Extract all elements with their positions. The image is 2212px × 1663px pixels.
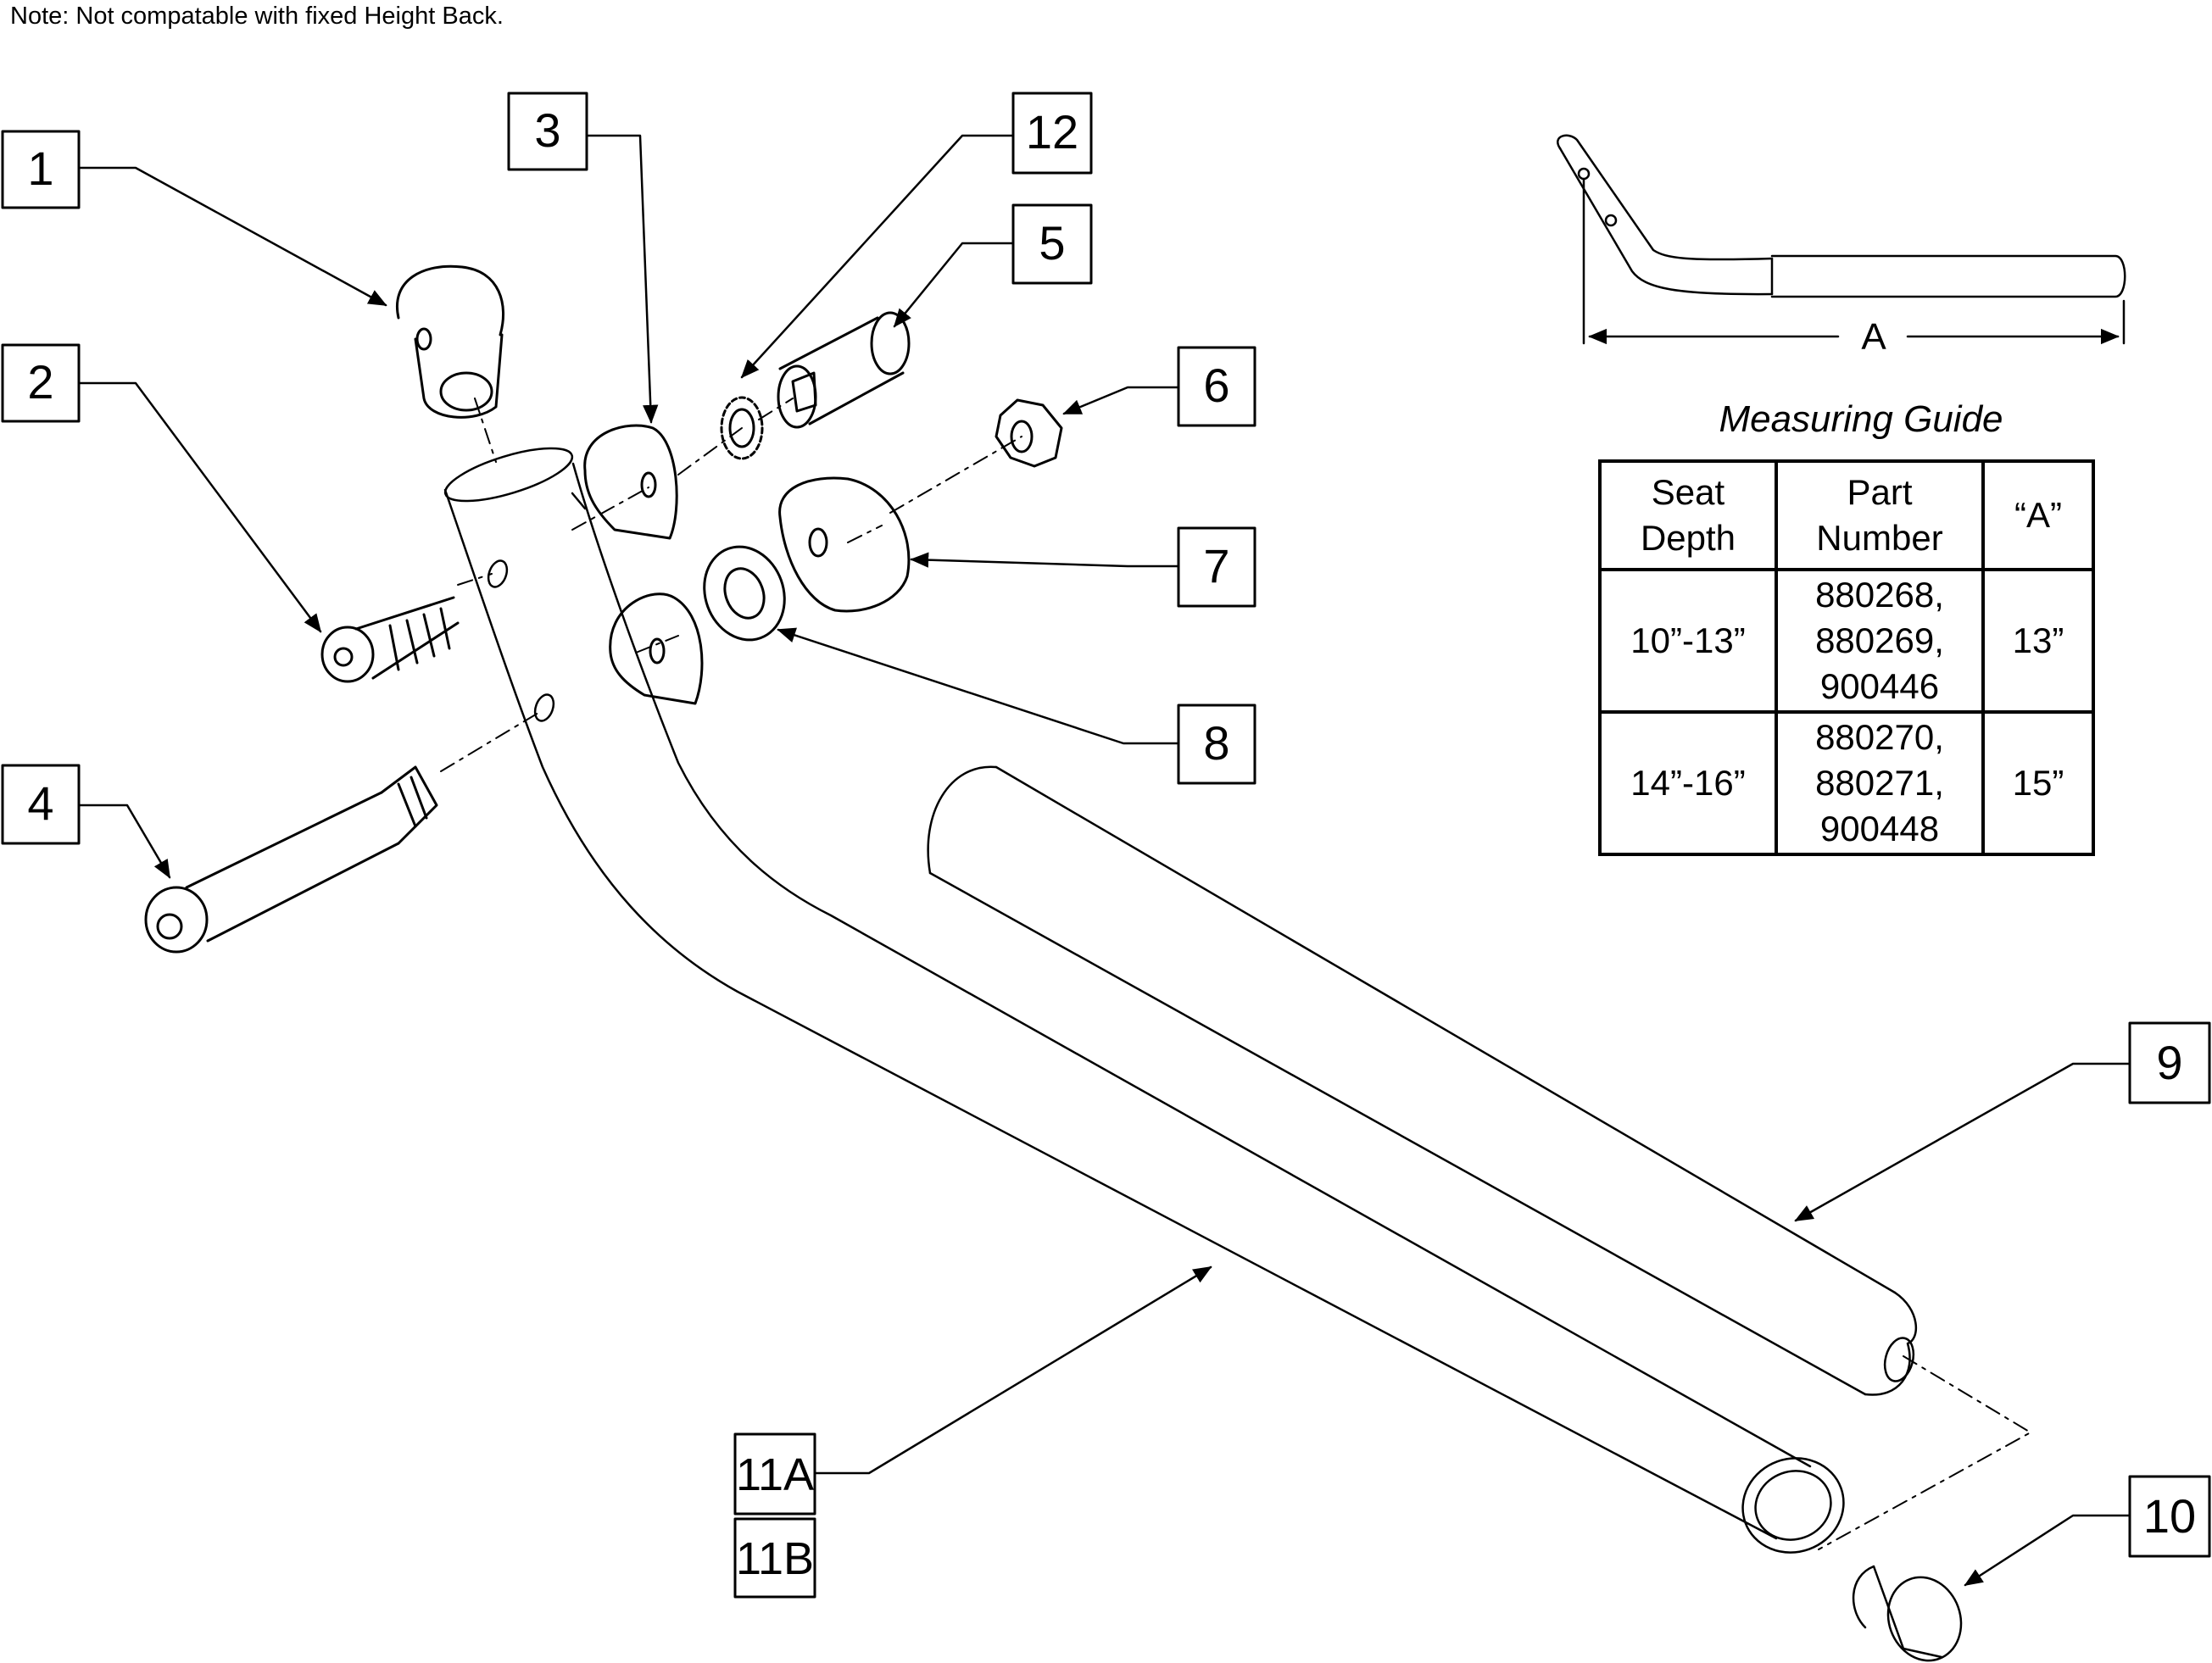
- a-value-cell: 13”: [1981, 568, 2095, 714]
- compatibility-note: Note: Not compatable with fixed Height B…: [10, 3, 504, 30]
- callout-label-10: 10: [2143, 1489, 2196, 1543]
- seat-depth-cell: 14”-16”: [1598, 710, 1778, 856]
- callout-box-11b: 11B: [733, 1517, 816, 1599]
- measuring-guide-title: Measuring Guide: [1719, 398, 2003, 440]
- star-washer: [720, 396, 764, 460]
- dimension-a-label: A: [1861, 316, 1886, 358]
- measuring-guide-sketch: A: [1557, 134, 2126, 358]
- header-a: “A”: [1981, 459, 2095, 571]
- callout-label-7: 7: [1203, 539, 1229, 592]
- large-spacer: [778, 476, 911, 613]
- callout-box-9: 9: [2128, 1021, 2211, 1104]
- lower-spacer: [609, 592, 704, 705]
- callout-box-10: 10: [2128, 1475, 2211, 1558]
- callout-label-5: 5: [1039, 216, 1065, 270]
- table-row: 10”-13” 880268, 880269, 900446 13”: [1598, 568, 2095, 714]
- short-bolt: [320, 596, 460, 683]
- upper-spacer: [583, 424, 678, 540]
- callout-box-2: 2: [1, 343, 81, 423]
- callout-box-4: 4: [1, 764, 81, 845]
- callout-label-11b: 11B: [736, 1533, 814, 1584]
- callout-label-9: 9: [2156, 1036, 2182, 1089]
- tube-cap: [396, 264, 505, 419]
- callout-label-11a: 11A: [736, 1449, 814, 1500]
- callout-box-8: 8: [1177, 704, 1256, 785]
- assembly-axis-lines: [440, 398, 2031, 1550]
- callout-leaders: [77, 134, 2131, 1587]
- measuring-guide-table: Seat Depth Part Number “A” 10”-13” 88026…: [1598, 459, 2095, 856]
- callout-label-1: 1: [27, 142, 53, 195]
- callout-label-4: 4: [27, 776, 53, 830]
- grip-sleeve: [927, 765, 1918, 1396]
- callout-box-3: 3: [507, 92, 588, 171]
- barrel-nut: [777, 311, 911, 429]
- callout-box-6: 6: [1177, 346, 1256, 427]
- callout-box-7: 7: [1177, 526, 1256, 608]
- callout-label-6: 6: [1203, 359, 1229, 412]
- part-number-cell: 880270, 880271, 900448: [1775, 710, 1985, 856]
- part-number-cell: 880268, 880269, 900446: [1775, 568, 1985, 714]
- main-back-tube: [443, 447, 1845, 1554]
- flat-washer: [703, 545, 786, 642]
- seat-depth-cell: 10”-13”: [1598, 568, 1778, 714]
- callout-label-3: 3: [534, 103, 560, 157]
- callout-box-5: 5: [1011, 203, 1093, 285]
- a-value-cell: 15”: [1981, 710, 2095, 856]
- long-bolt: [144, 765, 438, 954]
- header-seat-depth: Seat Depth: [1598, 459, 1778, 571]
- hex-nut: [995, 398, 1063, 468]
- callout-label-12: 12: [1026, 105, 1078, 159]
- callout-box-1: 1: [1, 130, 81, 209]
- header-part-number: Part Number: [1775, 459, 1985, 571]
- callout-label-8: 8: [1203, 716, 1229, 770]
- table-row: 14”-16” 880270, 880271, 900448 15”: [1598, 710, 2095, 856]
- callout-label-2: 2: [27, 355, 53, 409]
- callout-box-11a: 11A: [733, 1432, 816, 1516]
- end-cap: [1852, 1565, 1963, 1662]
- callout-box-12: 12: [1011, 92, 1093, 175]
- table-header-row: Seat Depth Part Number “A”: [1598, 459, 2095, 571]
